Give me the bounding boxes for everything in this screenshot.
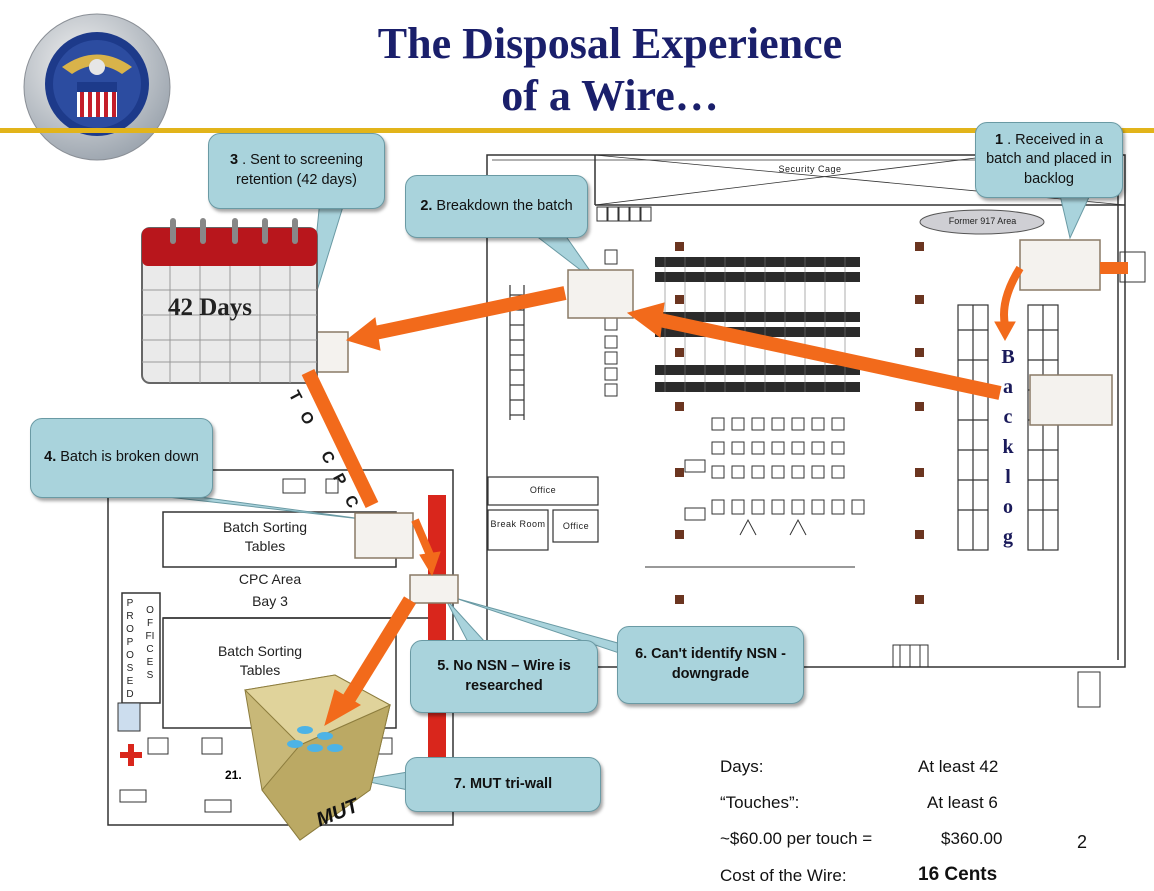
step-number: 5.	[437, 657, 450, 674]
summary-label-days: Days:	[720, 757, 764, 776]
batch-sorting-tables-2: Batch Sorting Tables	[217, 643, 303, 678]
step-number: 7.	[453, 775, 466, 792]
former-917-area	[919, 209, 1045, 235]
batch-sorting-tables-1: Batch Sorting Tables	[222, 519, 308, 554]
bay3-label: Bay 3	[252, 593, 288, 609]
callout-step-6: 6.Can't identify NSN - downgrade	[617, 626, 804, 704]
security-cage-label: Security Cage	[778, 164, 842, 174]
callout-step-5: 5.No NSN – Wire is researched	[410, 640, 598, 713]
step-number: 4.	[44, 449, 57, 466]
backlog-letter: c	[1003, 406, 1013, 428]
step-number: 2.	[420, 197, 433, 214]
chair-grid	[684, 417, 865, 536]
summary-value-touches: At least 6	[927, 793, 998, 812]
title-line-1: The Disposal Experience	[377, 19, 843, 68]
title-line-2: of a Wire…	[501, 71, 719, 120]
backlog-letter: g	[1003, 526, 1013, 548]
cpc-small-items	[117, 478, 393, 813]
office-boxes	[487, 476, 599, 551]
callout-step-2: 2.Breakdown the batch	[405, 175, 588, 238]
step-text: . Received in a batch and placed in back…	[986, 131, 1112, 187]
step-text: Batch is broken down	[60, 449, 199, 466]
summary-value-per-touch: $360.00	[941, 829, 1003, 848]
office-label: Office	[529, 485, 557, 495]
step-text: Breakdown the batch	[436, 197, 573, 214]
building-columns	[675, 242, 924, 604]
mut-box-icon	[243, 674, 392, 841]
cpc-area-label: CPC Area	[238, 571, 302, 587]
summary-value-days: At least 42	[918, 757, 999, 776]
backlog-letter: l	[1005, 466, 1011, 488]
backlog-letter: B	[1001, 346, 1015, 368]
step-number: 3	[230, 152, 239, 169]
summary-value-cost: 16 Cents	[918, 864, 998, 885]
callout-step-1: 1. Received in a batch and placed in bac…	[975, 122, 1123, 198]
callout-step-7: 7.MUT tri-wall	[405, 757, 601, 812]
backlog-vertical-label: B a c k l o g	[995, 342, 1021, 552]
callout-step-3: 3. Sent to screening retention (42 days)	[208, 133, 385, 209]
calendar-icon	[141, 218, 318, 384]
step-text: Can't identify NSN - downgrade	[651, 646, 786, 682]
former-917-label: Former 917 Area	[948, 216, 1017, 226]
step-text: No NSN – Wire is researched	[453, 657, 571, 694]
bottom-fixtures	[892, 251, 1146, 708]
title-underline	[0, 128, 1154, 133]
process-arrows	[301, 262, 1128, 727]
small-number-label: 21.	[225, 768, 242, 782]
step-number: 6.	[635, 646, 648, 663]
bin-row	[596, 206, 652, 222]
page-number: 2	[1077, 832, 1088, 852]
step-text: MUT tri-wall	[469, 775, 553, 792]
summary-label-cost: Cost of the Wire:	[720, 866, 847, 885]
calendar-42-days: 42 Days	[168, 294, 253, 321]
callout-step-4: 4.Batch is broken down	[30, 418, 213, 498]
step-number: 1	[995, 131, 1004, 148]
agency-seal-logo	[22, 12, 172, 162]
backlog-letter: a	[1003, 376, 1013, 398]
proposed-label: PROPOSED	[126, 598, 134, 700]
office2-label: Office	[562, 521, 590, 531]
main-building-outline	[486, 154, 1126, 668]
summary-label-per-touch: ~$60.00 per touch =	[720, 829, 873, 848]
offices-label: OFFICES	[145, 605, 155, 681]
ladder-rack-backlog	[957, 304, 1059, 551]
summary-label-touches: “Touches”:	[720, 793, 800, 812]
slide-title: The Disposal Experience of a Wire…	[300, 18, 920, 122]
red-cross-icon	[120, 744, 142, 766]
break-room-label: Break Room	[490, 519, 546, 529]
document-thumbnails	[287, 239, 1113, 604]
backlog-letter: o	[1003, 496, 1013, 518]
backlog-letter: k	[1002, 436, 1014, 458]
step-text: . Sent to screening retention (42 days)	[236, 152, 363, 188]
shelving-racks	[655, 257, 860, 392]
